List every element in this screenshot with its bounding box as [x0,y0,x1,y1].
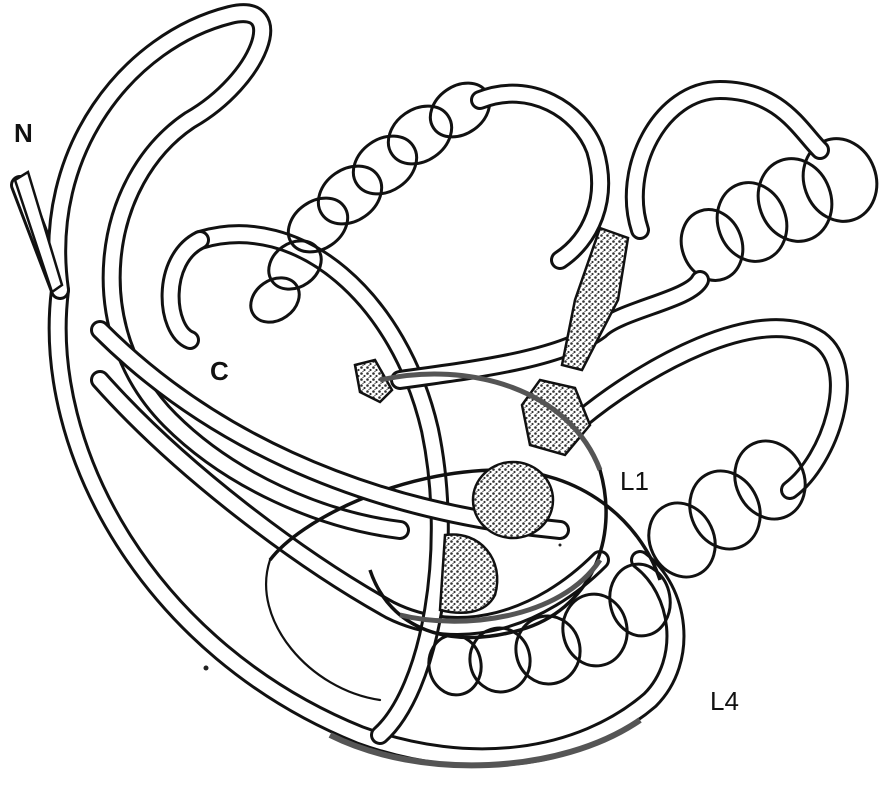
stippled-disc-upper [473,462,553,538]
helix-top-left [242,72,600,331]
beta-strand-pentagon [522,380,590,455]
c-terminus-label: C [210,358,229,384]
stippled-beta-strands [355,228,628,613]
stippled-disc-lower [440,534,497,612]
helix-right-lower [637,429,818,588]
loop-l4-label: L4 [710,688,739,714]
n-terminus-label: N [14,120,33,146]
loop-l1-label: L1 [620,468,649,494]
